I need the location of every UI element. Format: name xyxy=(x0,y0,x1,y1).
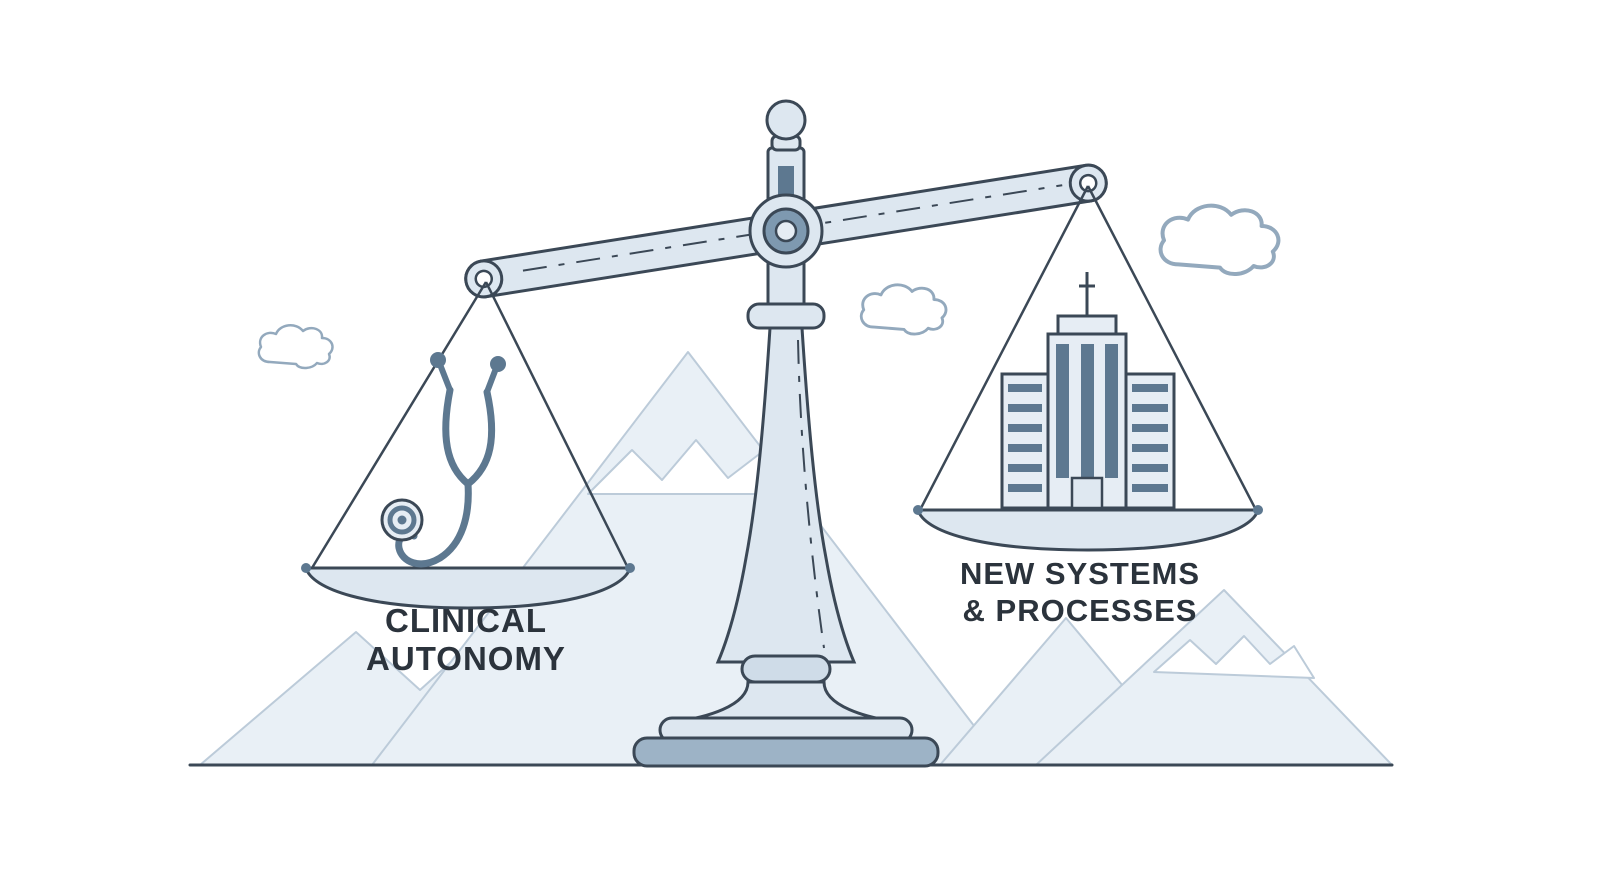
left-pan-knob xyxy=(625,563,635,573)
cloud-icon xyxy=(1161,206,1279,274)
building-door xyxy=(1070,476,1104,510)
left-pan-label-line1: CLINICAL xyxy=(385,602,547,639)
pivot-hub xyxy=(748,193,824,269)
right-pan-string xyxy=(1086,185,1258,511)
building-right-windows xyxy=(1132,384,1168,492)
left-pan-label-line2: AUTONOMY xyxy=(366,640,566,677)
left-pan: CLINICAL AUTONOMY xyxy=(301,281,635,677)
left-pan-knob xyxy=(301,563,311,573)
building-tower-cap xyxy=(1056,314,1118,336)
right-pan-dish xyxy=(916,508,1260,552)
mountain-right-snowcap xyxy=(1153,635,1315,679)
building-icon xyxy=(1000,272,1176,510)
stethoscope-earpiece xyxy=(490,356,506,372)
right-pan-knob xyxy=(1253,505,1263,515)
pedestal-shaft-detail xyxy=(797,339,825,649)
pedestal-collar xyxy=(746,302,826,330)
pedestal xyxy=(632,99,940,768)
finial-ball xyxy=(765,99,807,141)
stethoscope-icon xyxy=(380,352,506,568)
right-pan-label-line2: & PROCESSES xyxy=(963,593,1198,628)
pivot-center xyxy=(774,219,798,243)
right-pan-knob xyxy=(913,505,923,515)
cloud-icon xyxy=(257,324,334,370)
stethoscope-earpiece xyxy=(430,352,446,368)
beam-right-hanger-hole xyxy=(1078,173,1098,193)
left-pan-string xyxy=(310,281,488,569)
building-tower-windows xyxy=(1056,344,1118,478)
pedestal-shaft xyxy=(715,326,857,664)
mountain-center xyxy=(371,351,1005,766)
right-pan-label-line1: NEW SYSTEMS xyxy=(960,556,1200,591)
right-pan: NEW SYSTEMS & PROCESSES xyxy=(913,185,1263,628)
pedestal-plinth-lower xyxy=(632,736,940,768)
cloud-icon xyxy=(859,283,948,336)
left-pan-string xyxy=(484,281,630,569)
pedestal-ring xyxy=(740,654,832,684)
building-left-windows xyxy=(1008,384,1042,492)
left-pan-dish xyxy=(304,566,632,610)
right-pan-string xyxy=(918,185,1090,511)
